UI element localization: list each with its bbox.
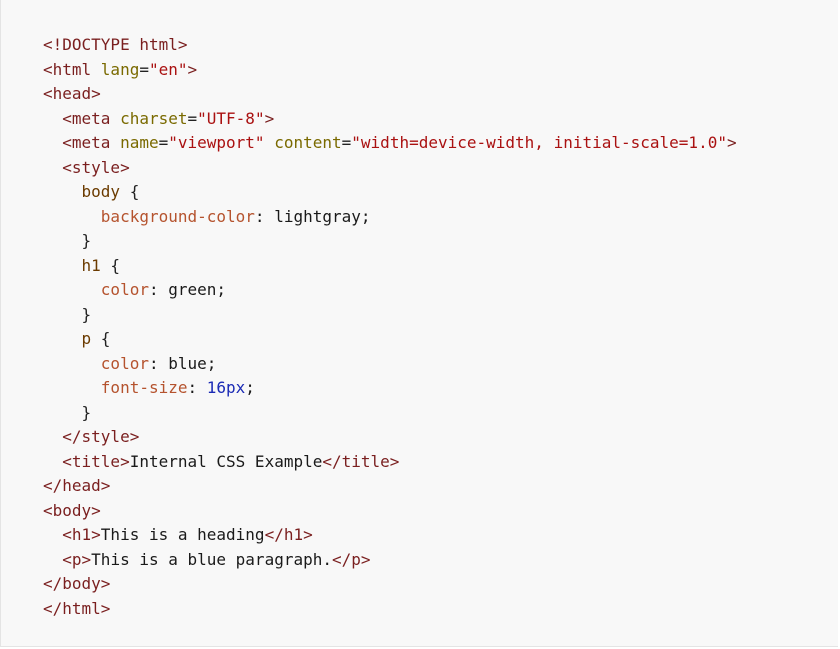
code-token: = bbox=[341, 133, 352, 152]
code-token: : lightgray; bbox=[254, 206, 371, 226]
code-token: lang bbox=[100, 59, 140, 79]
code-token bbox=[43, 109, 62, 128]
code-line: h1 { bbox=[43, 254, 737, 279]
code-token: </title> bbox=[322, 451, 400, 471]
code-token bbox=[43, 207, 101, 226]
code-token: charset bbox=[120, 108, 188, 128]
code-line: <style> bbox=[43, 156, 737, 181]
code-token: <!DOCTYPE html> bbox=[43, 35, 188, 54]
code-token: } bbox=[43, 304, 92, 324]
code-line: p { bbox=[43, 327, 737, 352]
code-line: <h1>This is a heading</h1> bbox=[43, 523, 737, 548]
code-line: font-size: 16px; bbox=[43, 376, 737, 401]
code-token: </h1> bbox=[264, 525, 313, 544]
code-token bbox=[43, 378, 101, 397]
code-token: } bbox=[43, 402, 92, 422]
code-line: </head> bbox=[43, 474, 737, 499]
code-token: </body> bbox=[43, 574, 111, 593]
code-token: { bbox=[100, 255, 121, 275]
code-token: "en" bbox=[148, 59, 188, 79]
code-token: </html> bbox=[43, 598, 111, 618]
code-token bbox=[43, 133, 62, 152]
code-token bbox=[43, 329, 82, 348]
code-token: > bbox=[187, 59, 198, 79]
code-token: <head> bbox=[43, 84, 101, 103]
code-token: { bbox=[91, 329, 111, 348]
code-token: "viewport" bbox=[168, 133, 265, 152]
code-token: This is a blue paragraph. bbox=[91, 549, 332, 569]
code-token: > bbox=[264, 108, 275, 128]
code-token: <meta bbox=[62, 108, 121, 128]
code-token: <p> bbox=[62, 549, 92, 569]
code-token: : green; bbox=[148, 280, 227, 299]
code-line: </html> bbox=[43, 597, 737, 622]
code-token: </style> bbox=[62, 427, 140, 446]
code-token: color bbox=[100, 353, 149, 373]
code-token bbox=[43, 280, 101, 299]
code-token bbox=[43, 354, 101, 373]
code-line: <p>This is a blue paragraph.</p> bbox=[43, 548, 737, 573]
code-line: } bbox=[43, 303, 737, 328]
code-token: </head> bbox=[43, 476, 111, 495]
code-line: <html lang="en"> bbox=[43, 58, 737, 83]
code-line: color: blue; bbox=[43, 352, 737, 377]
code-token: This is a heading bbox=[100, 525, 265, 544]
code-token: ; bbox=[245, 378, 255, 397]
code-token bbox=[43, 158, 62, 177]
code-token: font-size bbox=[100, 378, 188, 397]
code-line: </style> bbox=[43, 425, 737, 450]
code-token: 16px bbox=[206, 378, 246, 397]
code-token: : blue; bbox=[148, 353, 217, 373]
code-line: <head> bbox=[43, 82, 737, 107]
code-line: <meta name="viewport" content="width=dev… bbox=[43, 131, 737, 156]
code-token: color bbox=[100, 280, 149, 299]
code-line: } bbox=[43, 229, 737, 254]
code-token: content bbox=[274, 133, 342, 152]
code-token bbox=[265, 133, 275, 152]
code-token: = bbox=[139, 59, 149, 79]
code-token: name bbox=[120, 133, 159, 152]
code-token bbox=[43, 452, 62, 471]
code-token: } bbox=[43, 231, 92, 250]
code-line: } bbox=[43, 401, 737, 426]
code-token bbox=[43, 256, 82, 275]
code-token bbox=[43, 427, 62, 446]
code-line: <meta charset="UTF-8"> bbox=[43, 107, 737, 132]
code-token: body bbox=[81, 182, 121, 201]
code-line: background-color: lightgray; bbox=[43, 205, 737, 230]
code-token: <style> bbox=[62, 157, 130, 177]
code-token: Internal CSS Example bbox=[129, 451, 323, 471]
code-token: <body> bbox=[43, 500, 101, 520]
code-token bbox=[43, 550, 62, 569]
code-token: "UTF-8" bbox=[197, 108, 265, 128]
code-line: <!DOCTYPE html> bbox=[43, 33, 737, 58]
code-token: <html bbox=[43, 59, 101, 79]
code-token: </p> bbox=[332, 549, 371, 569]
code-line: color: green; bbox=[43, 278, 737, 303]
code-token: h1 bbox=[81, 255, 101, 275]
code-token: p bbox=[81, 329, 92, 348]
code-block[interactable]: <!DOCTYPE html><html lang="en"><head> <m… bbox=[43, 33, 737, 621]
code-line: body { bbox=[43, 180, 737, 205]
code-token: <title> bbox=[62, 451, 130, 471]
code-token: <meta bbox=[62, 133, 121, 152]
code-token: > bbox=[726, 133, 737, 152]
code-line: <body> bbox=[43, 499, 737, 524]
code-token: = bbox=[187, 108, 198, 128]
code-line: </body> bbox=[43, 572, 737, 597]
code-token bbox=[43, 525, 62, 544]
code-token: { bbox=[120, 182, 140, 201]
code-token: : bbox=[187, 378, 207, 397]
code-token: = bbox=[158, 133, 169, 152]
code-token: <h1> bbox=[62, 525, 101, 544]
code-token: "width=device-width, initial-scale=1.0" bbox=[351, 133, 727, 152]
code-token: background-color bbox=[100, 206, 255, 226]
code-token bbox=[43, 182, 82, 201]
code-line: <title>Internal CSS Example</title> bbox=[43, 450, 737, 475]
